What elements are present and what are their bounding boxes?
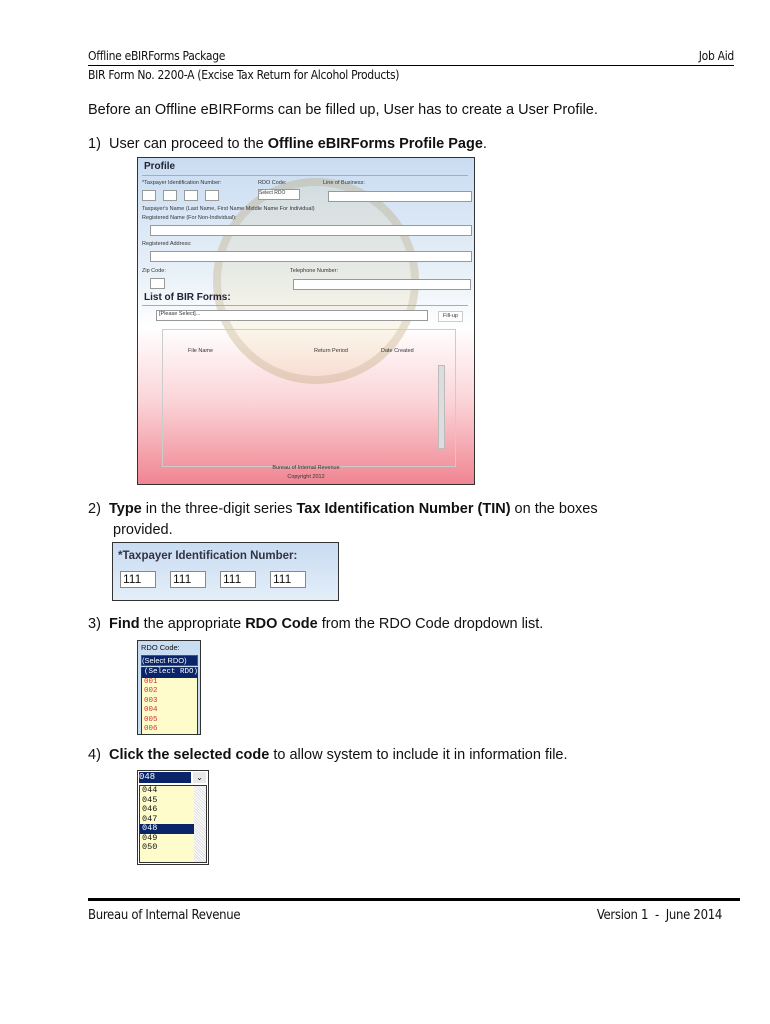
list-scrollbar[interactable] [194,786,206,862]
lob-input[interactable] [328,191,472,202]
regname-label: Registered Name (For Non-Individual): [142,215,237,221]
list-item[interactable]: 004 [144,706,158,714]
tin-box[interactable] [205,190,219,201]
tin-box[interactable] [142,190,156,201]
form-select[interactable]: [Please Select]... [156,310,428,321]
list-item[interactable]: 044 [142,785,158,795]
list-item[interactable]: 046 [142,804,158,814]
tin-box[interactable] [163,190,177,201]
col-return-period: Return Period [314,348,348,354]
name-label: Taxpayer's Name (Last Name, First Name M… [142,206,315,212]
code-select[interactable]: 048 [139,772,191,783]
profile-page-screenshot: Profile *Taxpayer Identification Number:… [137,157,475,485]
tin-label: *Taxpayer Identification Number: [118,550,298,562]
rdo-list[interactable]: (Select RDO) 001 002 003 004 005 006 007 [141,667,199,736]
list-item[interactable]: 049 [142,832,158,843]
tin-label: *Taxpayer Identification Number: [142,180,222,186]
list-item[interactable]: 003 [144,696,158,705]
header-rule [88,65,734,66]
list-item[interactable]: 050 [142,842,158,852]
tin-box[interactable]: 111 [270,571,306,588]
code-screenshot: 048 ⌄ 044 045 046 047 048 049 050 [137,770,209,865]
phone-label: Telephone Number: [290,268,339,274]
rdo-label: RDO Code: [258,180,287,186]
profile-title: Profile [144,161,176,172]
col-date-created: Date Created [381,348,414,354]
code-list[interactable]: 044 045 046 047 048 049 050 [139,785,207,863]
footer-left: Bureau of Internal Revenue [88,908,241,923]
fillup-button[interactable]: Fill-up [438,311,463,322]
profile-copyright: Copyright 2012 [287,474,325,480]
profile-footer: Bureau of Internal Revenue [272,465,340,471]
step-2: 2) Type in the three-digit series Tax Id… [88,501,598,538]
rdo-select[interactable]: Select RDO [258,189,300,200]
col-file-name: File Name [188,348,214,354]
tin-box[interactable]: 111 [220,571,256,588]
list-title: List of BIR Forms: [144,292,231,303]
step-4: 4) Click the selected code to allow syst… [88,747,568,763]
list-item[interactable]: 007 [142,735,197,736]
header-form: BIR Form No. 2200-A (Excise Tax Return f… [88,68,400,82]
intro-text: Before an Offline eBIRForms can be fille… [88,102,598,118]
list-item[interactable]: 045 [142,794,158,805]
lob-label: Line of Business: [323,180,365,186]
list-item-selected[interactable]: 048 [140,823,194,834]
tin-screenshot: *Taxpayer Identification Number: 111 111… [112,542,339,601]
address-input[interactable] [150,251,472,262]
address-label: Registered Address: [142,241,192,247]
step-3: 3) Find the appropriate RDO Code from th… [88,616,544,632]
header-job-aid: Job Aid [698,49,735,63]
name-input[interactable] [150,225,472,236]
tin-box[interactable] [184,190,198,201]
list-item[interactable]: 047 [142,813,158,824]
list-item[interactable]: 006 [144,725,158,733]
zip-label: Zip Code: [142,268,166,274]
footer-right: Version 1 - June 2014 [596,908,722,923]
footer-rule [88,898,740,901]
step-1: 1) User can proceed to the Offline eBIRF… [88,136,487,152]
list-item[interactable]: 001 [144,677,158,686]
header-package: Offline eBIRForms Package [88,49,226,63]
tin-box[interactable]: 111 [120,571,156,588]
zip-input[interactable] [150,278,165,289]
rdo-select[interactable]: (Select RDO) [141,655,198,666]
forms-table [162,329,456,467]
phone-input[interactable] [293,279,471,290]
rdo-label: RDO Code: [141,643,180,652]
list-item[interactable]: (Select RDO) [142,668,199,678]
chevron-down-icon[interactable]: ⌄ [193,772,206,783]
list-item[interactable]: 005 [144,715,158,724]
tin-box[interactable]: 111 [170,571,206,588]
table-scrollbar[interactable] [438,365,445,449]
list-item[interactable]: 002 [144,687,158,695]
rdo-screenshot: RDO Code: (Select RDO) (Select RDO) 001 … [137,640,201,735]
